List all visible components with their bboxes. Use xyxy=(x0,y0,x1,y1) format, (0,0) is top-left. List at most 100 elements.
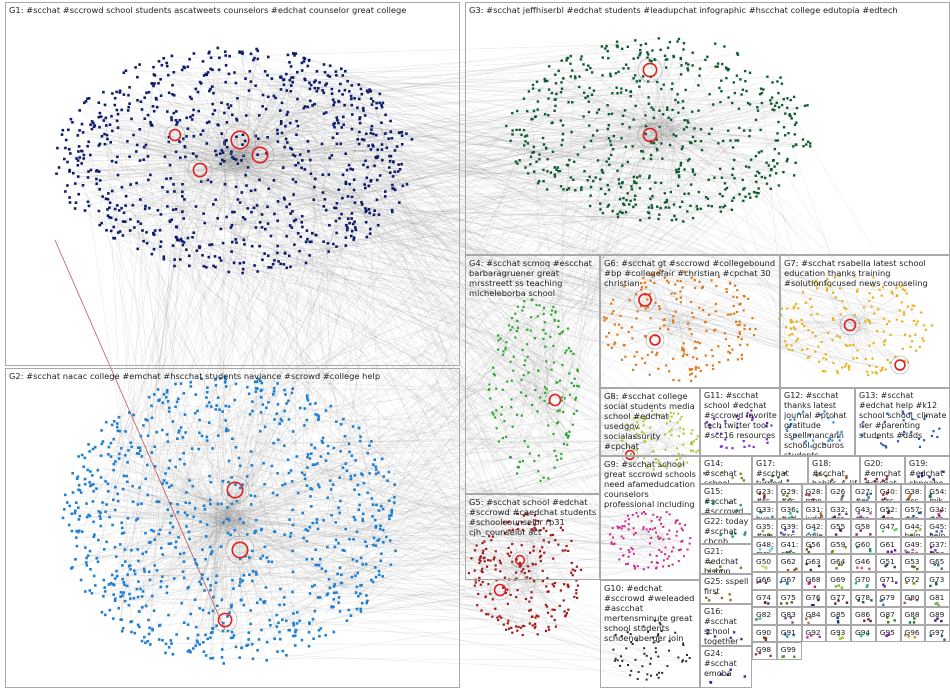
edge-g1-g3 xyxy=(277,175,640,247)
edge-g1 xyxy=(228,155,278,221)
edge-g9 xyxy=(613,544,645,547)
edge-g3 xyxy=(653,136,668,201)
edge-g1 xyxy=(139,129,249,154)
edge-g5 xyxy=(501,582,528,618)
edge-g2 xyxy=(210,517,222,659)
edge-g2 xyxy=(189,480,241,525)
edge-g2 xyxy=(93,484,240,514)
edge-g2 xyxy=(174,524,227,579)
edge-g1 xyxy=(229,82,310,169)
edge-g2 xyxy=(214,381,258,511)
edge-g3 xyxy=(668,77,727,135)
edge-g1 xyxy=(242,78,272,167)
edge-g2 xyxy=(125,431,216,520)
edge-g9 xyxy=(635,532,657,550)
edge-g2 xyxy=(165,473,238,514)
edge-g7 xyxy=(861,314,905,328)
edge-g2 xyxy=(232,528,261,600)
edge-g3 xyxy=(623,68,675,137)
edge-g2 xyxy=(207,440,243,523)
edge-g1-g3 xyxy=(291,77,777,103)
edge-g7 xyxy=(792,327,869,351)
edge-g5 xyxy=(518,580,535,583)
edge-g1 xyxy=(226,165,249,217)
edge-g1 xyxy=(81,123,243,170)
edge-g2 xyxy=(69,521,233,526)
edge-g1 xyxy=(225,55,236,151)
edge-g6 xyxy=(655,302,670,330)
edge-g2 xyxy=(220,487,241,517)
edge-g2 xyxy=(240,517,323,569)
edge-g2 xyxy=(223,522,228,617)
edge-g2 xyxy=(220,442,274,528)
edge-g2 xyxy=(131,513,219,622)
edge-g1 xyxy=(232,154,334,245)
edge-g2 xyxy=(223,453,312,513)
edge-g3 xyxy=(510,134,675,141)
edge-g1 xyxy=(215,160,238,200)
edge-g1 xyxy=(65,147,249,167)
edge-g3 xyxy=(584,123,654,148)
edge-g1 xyxy=(248,116,344,157)
edge-g1 xyxy=(239,159,362,203)
edge-g1 xyxy=(117,162,247,176)
edge-g1-g3 xyxy=(158,61,657,150)
edge-g2 xyxy=(224,451,350,528)
edge-g1 xyxy=(179,153,241,241)
edge-g3 xyxy=(645,42,671,136)
edge-g6 xyxy=(678,330,738,360)
edge-g3 xyxy=(616,87,671,124)
edge-g2 xyxy=(179,459,221,526)
edge-g2 xyxy=(163,394,223,518)
edge-g2 xyxy=(222,393,250,520)
edge-g3 xyxy=(648,126,778,141)
edge-g2 xyxy=(222,514,335,585)
edge-g1 xyxy=(234,58,258,158)
edge-g5 xyxy=(530,584,532,593)
edge-g3 xyxy=(595,126,648,178)
edge-g1-g3 xyxy=(137,144,796,164)
edge-g7 xyxy=(832,292,868,333)
edge-g6 xyxy=(690,322,706,334)
edge-g1 xyxy=(151,124,240,166)
edge-g3 xyxy=(656,130,680,176)
edge-g2 xyxy=(225,526,242,648)
edge-g2 xyxy=(235,441,372,518)
edge-g1 xyxy=(148,92,224,164)
edge-g3 xyxy=(673,107,798,137)
edge-g2 xyxy=(124,522,227,550)
edge-g1 xyxy=(130,156,250,231)
edge-g2 xyxy=(220,525,235,531)
edge-g1 xyxy=(242,157,391,173)
edge-g2 xyxy=(227,430,244,520)
edge-g6 xyxy=(666,324,693,374)
edge-g2 xyxy=(186,518,243,527)
edge-g1-g3 xyxy=(207,179,548,190)
edge-g2 xyxy=(153,524,237,532)
edge-g2 xyxy=(227,489,355,516)
edge-g5 xyxy=(527,576,568,585)
edge-g2 xyxy=(226,478,351,530)
edge-g7 xyxy=(856,295,882,317)
edge-g3 xyxy=(666,131,679,186)
edge-g6 xyxy=(668,293,675,321)
edge-g1 xyxy=(210,57,225,158)
edge-g1 xyxy=(243,88,319,168)
edge-g1-g3 xyxy=(290,207,670,268)
edge-g2 xyxy=(113,469,230,518)
edge-g2 xyxy=(222,382,262,530)
edge-g1 xyxy=(226,164,255,266)
edge-g1 xyxy=(242,115,366,156)
edge-g4 xyxy=(512,327,539,388)
edge-g6 xyxy=(650,280,678,328)
edge-g1 xyxy=(160,79,250,164)
edge-g8 xyxy=(634,445,669,450)
edge-g2 xyxy=(226,437,324,526)
edge-g1 xyxy=(224,162,290,205)
edge-g1 xyxy=(168,141,231,151)
edge-g3 xyxy=(597,123,652,161)
edge-g2 xyxy=(244,522,328,595)
edge-g7 xyxy=(853,293,870,324)
edge-g1 xyxy=(152,106,225,155)
